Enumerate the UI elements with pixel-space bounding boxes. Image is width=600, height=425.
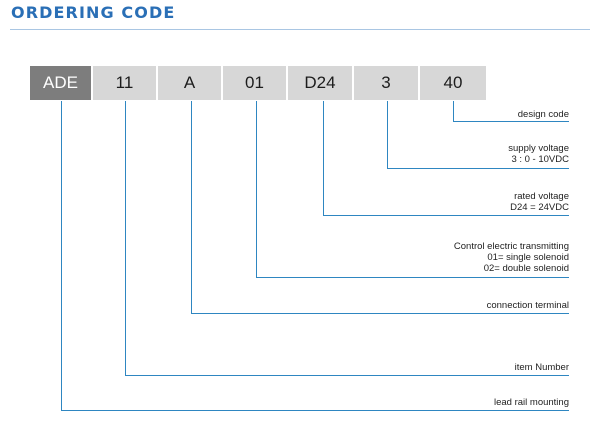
- connector-control: [256, 101, 569, 278]
- label-item-number: item Number: [309, 362, 569, 373]
- title-underline: [10, 29, 590, 30]
- label-line: item Number: [514, 362, 569, 373]
- label-line: lead rail mounting: [494, 397, 569, 408]
- connector-item-number: [125, 101, 569, 376]
- label-line: 02= double solenoid: [483, 263, 569, 274]
- label-supply-voltage: supply voltage 3 : 0 - 10VDC: [309, 143, 569, 165]
- label-line: 01= single solenoid: [487, 252, 569, 263]
- code-box-item-number: 11: [93, 66, 156, 100]
- label-control: Control electric transmitting 01= single…: [309, 241, 569, 274]
- label-line: supply voltage: [508, 143, 569, 154]
- code-box-connection: A: [158, 66, 221, 100]
- code-box-series: ADE: [30, 66, 91, 100]
- connector-design-code: [453, 101, 569, 122]
- label-line: D24 = 24VDC: [510, 202, 569, 213]
- connector-rated-voltage: [323, 101, 569, 216]
- label-line: 3 : 0 - 10VDC: [511, 154, 569, 165]
- label-rated-voltage: rated voltage D24 = 24VDC: [309, 191, 569, 213]
- page-title: ORDERING CODE: [11, 3, 176, 22]
- label-line: connection terminal: [486, 300, 569, 311]
- connector-supply-voltage: [387, 101, 569, 169]
- code-box-control: 01: [223, 66, 286, 100]
- label-line: Control electric transmitting: [453, 241, 569, 252]
- label-design-code: design code: [309, 109, 569, 120]
- code-box-rated-voltage: D24: [288, 66, 352, 100]
- label-line: rated voltage: [514, 191, 569, 202]
- code-box-design-code: 40: [420, 66, 486, 100]
- label-line: design code: [517, 109, 569, 120]
- code-box-supply-voltage: 3: [354, 66, 418, 100]
- label-connection-terminal: connection terminal: [309, 300, 569, 311]
- connector-lead-rail: [61, 101, 569, 411]
- connector-connection-terminal: [191, 101, 569, 314]
- label-lead-rail-mounting: lead rail mounting: [309, 397, 569, 408]
